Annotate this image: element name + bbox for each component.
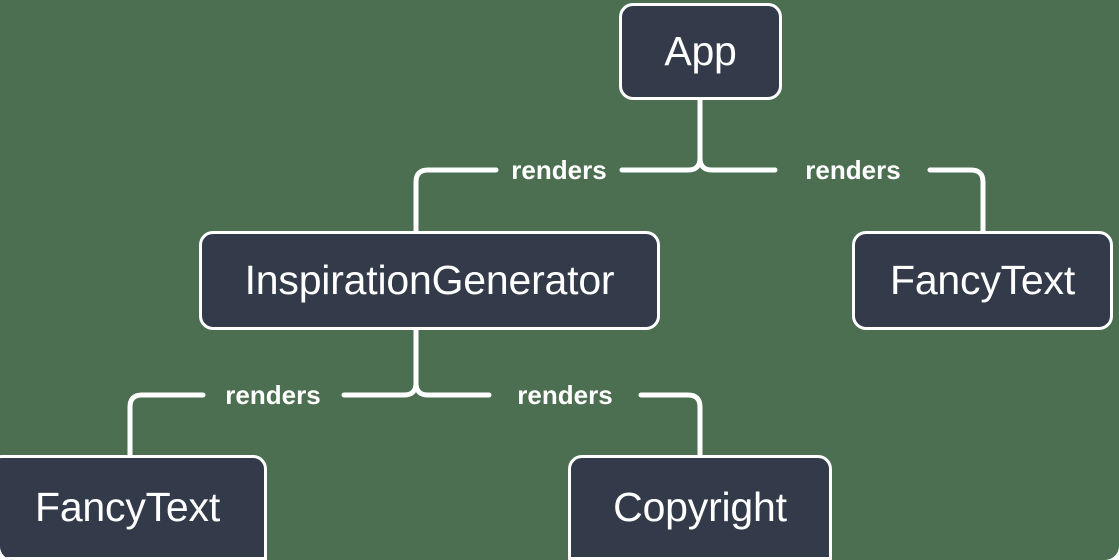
edge-app-stem-right xyxy=(697,97,715,173)
node-fancytext-left-label: FancyText xyxy=(34,484,221,530)
edge-label-app-fancytext-right: renders xyxy=(805,155,901,185)
node-inspirationgenerator[interactable]: InspirationGenerator xyxy=(199,231,660,330)
edge-inspiration-stem xyxy=(401,327,419,398)
edge-label-app-inspiration: renders xyxy=(511,155,607,185)
edge-label-inspiration-copyright: renders xyxy=(517,380,613,410)
node-fancytext-right[interactable]: FancyText xyxy=(852,231,1113,330)
edge-app-stem xyxy=(685,97,703,173)
node-fancytext-right-label: FancyText xyxy=(889,257,1076,303)
edge-inspiration-to-fancytext-left-2 xyxy=(127,392,206,458)
edge-inspiration-stem-right xyxy=(413,327,431,398)
node-app[interactable]: App xyxy=(619,3,782,100)
node-inspirationgenerator-label: InspirationGenerator xyxy=(244,257,615,303)
edge-label-inspiration-fancytext-left: renders xyxy=(225,380,321,410)
edge-app-to-fancytext-right-2 xyxy=(927,167,986,234)
node-copyright[interactable]: Copyright xyxy=(568,455,832,560)
edge-app-to-inspiration-2 xyxy=(413,167,499,234)
node-copyright-label: Copyright xyxy=(613,484,787,530)
node-app-label: App xyxy=(664,28,737,74)
edge-inspiration-to-copyright-2 xyxy=(638,392,703,458)
node-fancytext-left[interactable]: FancyText xyxy=(0,455,267,560)
